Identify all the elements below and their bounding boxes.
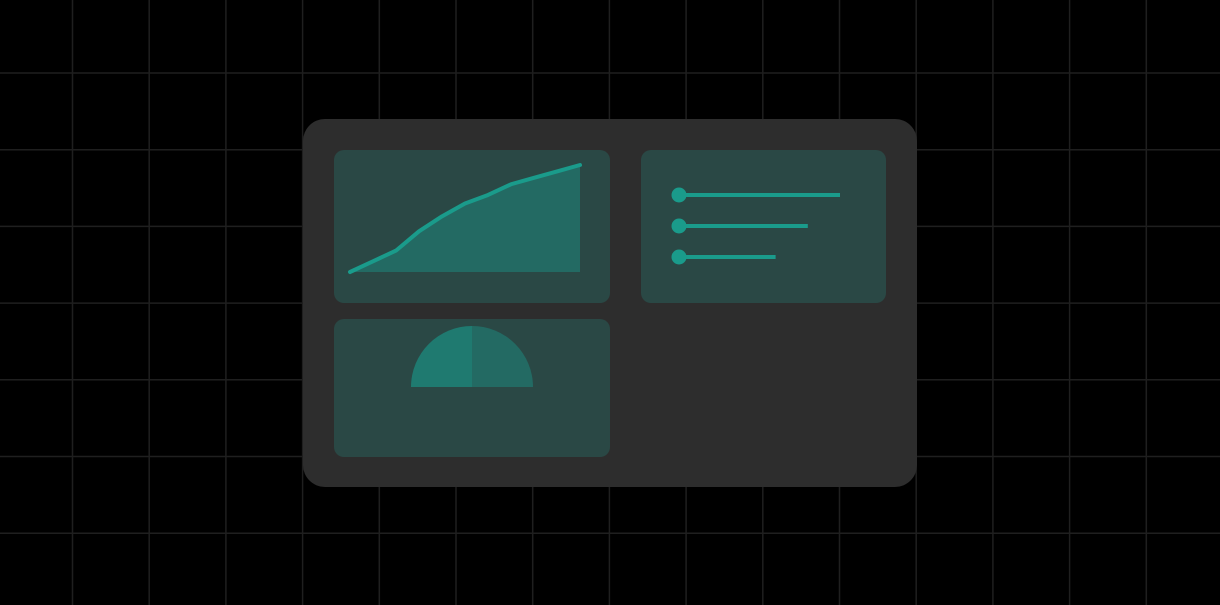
gauge-left-segment [411,326,472,387]
bullet-dot-icon [671,187,687,203]
gauge-right-segment [472,326,533,387]
line-chart [348,163,582,274]
bullet-dot-icon [671,249,687,265]
bullet-dot-icon [671,218,687,234]
line-chart-card [334,150,610,303]
line-chart-area [350,165,580,272]
line-chart-series [348,163,582,274]
gauge-chart [411,326,533,387]
list-card [641,150,886,303]
gauge-card [334,319,610,457]
dashboard-panel [303,119,917,487]
list-widget [671,187,840,265]
